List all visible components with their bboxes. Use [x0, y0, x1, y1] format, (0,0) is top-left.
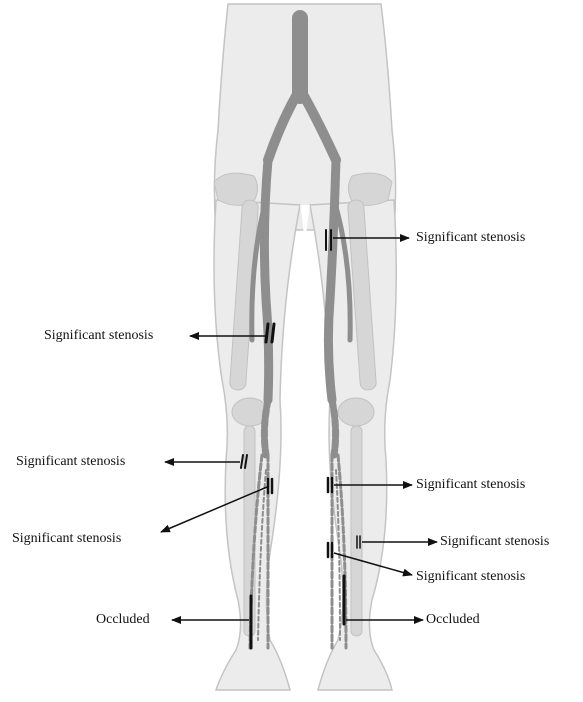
- crotch-gap: [300, 205, 310, 260]
- label-stenosis-right-femoral: Significant stenosis: [44, 328, 153, 344]
- left-knee-bone: [338, 398, 374, 426]
- label-stenosis-right-calf: Significant stenosis: [12, 531, 121, 547]
- right-femoral-artery: [264, 160, 268, 400]
- label-occlusion-right-ankle: Occluded: [96, 612, 150, 628]
- stenosis-marker-left-calf-lower: [328, 543, 332, 557]
- right-popliteal: [264, 400, 268, 455]
- left-popliteal: [332, 400, 336, 455]
- label-stenosis-left-calf-lateral: Significant stenosis: [440, 534, 549, 550]
- label-stenosis-left-calf-lower: Significant stenosis: [416, 569, 525, 585]
- right-leg-outline: [214, 200, 300, 690]
- label-stenosis-left-calf-upper: Significant stenosis: [416, 477, 525, 493]
- label-occlusion-left-ankle: Occluded: [426, 612, 480, 628]
- label-stenosis-right-knee: Significant stenosis: [16, 454, 125, 470]
- label-stenosis-left-thigh: Significant stenosis: [416, 230, 525, 246]
- stenosis-marker-left-calf-upper: [328, 478, 332, 492]
- left-tibia: [351, 426, 362, 636]
